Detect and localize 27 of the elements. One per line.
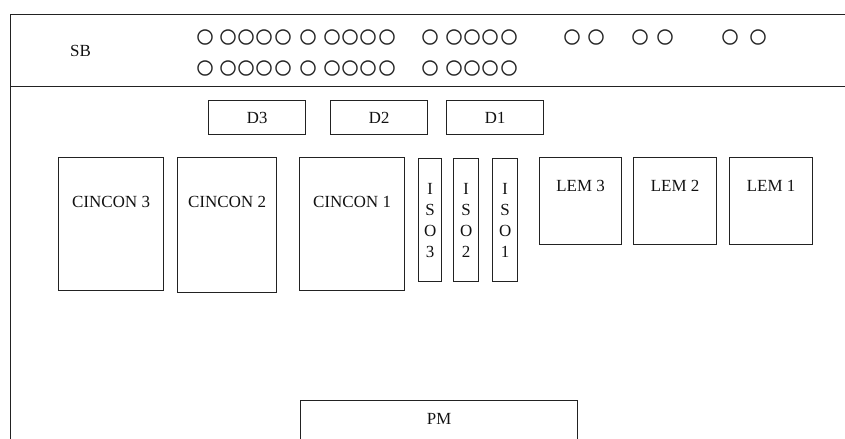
component-label: CINCON 3: [72, 192, 150, 211]
component-box: [177, 157, 277, 293]
component-label: SB: [70, 40, 91, 60]
component-box: [208, 100, 306, 135]
component-label: PM: [426, 409, 452, 428]
component-box: [492, 158, 518, 282]
component-box: [633, 157, 717, 245]
component-box: [729, 157, 813, 245]
component-box: [453, 158, 479, 282]
component-label: I S O 1: [499, 178, 511, 262]
component-label: I S O 3: [424, 178, 436, 262]
component-label: D3: [246, 108, 268, 127]
component-box: [330, 100, 428, 135]
component-label: D1: [484, 108, 506, 127]
component-box: [539, 157, 622, 245]
component-box: [300, 400, 578, 439]
component-label: LEM 1: [746, 176, 796, 195]
component-box: [418, 158, 442, 282]
component-label: D2: [368, 108, 390, 127]
component-label: LEM 3: [556, 176, 605, 195]
component-box: [299, 157, 405, 291]
component-label: LEM 2: [650, 176, 700, 195]
component-label: CINCON 1: [313, 192, 391, 211]
component-box: [446, 100, 544, 135]
component-label: CINCON 2: [188, 192, 266, 211]
component-box: [58, 157, 164, 291]
component-label: I S O 2: [460, 178, 472, 262]
